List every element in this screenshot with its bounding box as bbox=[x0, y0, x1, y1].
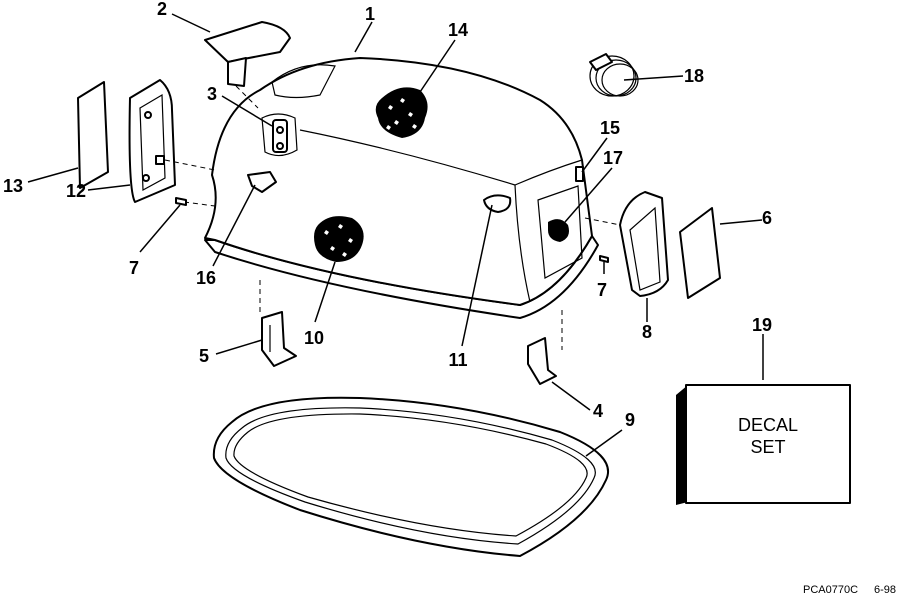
callout-8: 8 bbox=[642, 322, 652, 342]
callout-18: 18 bbox=[684, 66, 704, 86]
callout-7-right: 7 bbox=[597, 280, 607, 300]
seal-part-9 bbox=[212, 396, 609, 557]
bracket-part-4 bbox=[527, 310, 563, 385]
callout-10: 10 bbox=[304, 328, 324, 348]
patch-part-10 bbox=[314, 216, 364, 262]
decal-line-1: DECAL bbox=[738, 415, 798, 435]
engine-cover-part-1 bbox=[204, 57, 599, 319]
cap-part-2 bbox=[204, 21, 291, 109]
callout-7-left: 7 bbox=[129, 258, 139, 278]
callout-17: 17 bbox=[603, 148, 623, 168]
drawing-code: PCA0770C bbox=[803, 584, 858, 596]
callout-9: 9 bbox=[625, 410, 635, 430]
callout-19: 19 bbox=[752, 315, 772, 335]
callout-4: 4 bbox=[593, 401, 603, 421]
callout-5: 5 bbox=[199, 346, 209, 366]
cable-part-18 bbox=[589, 53, 639, 97]
callout-6: 6 bbox=[762, 208, 772, 228]
callout-13: 13 bbox=[3, 176, 23, 196]
screw-part-7-left bbox=[175, 197, 187, 206]
callout-numbers: 1 2 3 4 5 6 7 7 8 9 10 11 12 13 14 15 16… bbox=[3, 0, 772, 430]
drawing-date: 6-98 bbox=[874, 584, 896, 596]
callout-16: 16 bbox=[196, 268, 216, 288]
frame-part-8 bbox=[584, 191, 669, 297]
patch-part-14 bbox=[375, 87, 428, 138]
callout-15: 15 bbox=[600, 118, 620, 138]
screw-part-7-right bbox=[599, 255, 609, 263]
callout-3: 3 bbox=[207, 84, 217, 104]
callout-2: 2 bbox=[157, 0, 167, 19]
callout-14: 14 bbox=[448, 20, 468, 40]
decal-box-part-19 bbox=[676, 384, 851, 505]
grommet-part-11 bbox=[483, 194, 512, 213]
callout-1: 1 bbox=[365, 4, 375, 24]
bracket-part-16 bbox=[247, 171, 277, 193]
decal-line-2: SET bbox=[750, 437, 785, 457]
frame-part-12 bbox=[128, 79, 216, 207]
plate-part-13 bbox=[77, 81, 109, 189]
leader-lines bbox=[27, 13, 764, 457]
plate-part-6 bbox=[679, 207, 721, 299]
latch-part-3 bbox=[272, 119, 288, 153]
patch-part-17 bbox=[548, 219, 569, 242]
clip-part-15 bbox=[575, 166, 584, 182]
callout-12: 12 bbox=[66, 181, 86, 201]
callout-11: 11 bbox=[448, 350, 467, 370]
bracket-part-5 bbox=[259, 280, 297, 367]
